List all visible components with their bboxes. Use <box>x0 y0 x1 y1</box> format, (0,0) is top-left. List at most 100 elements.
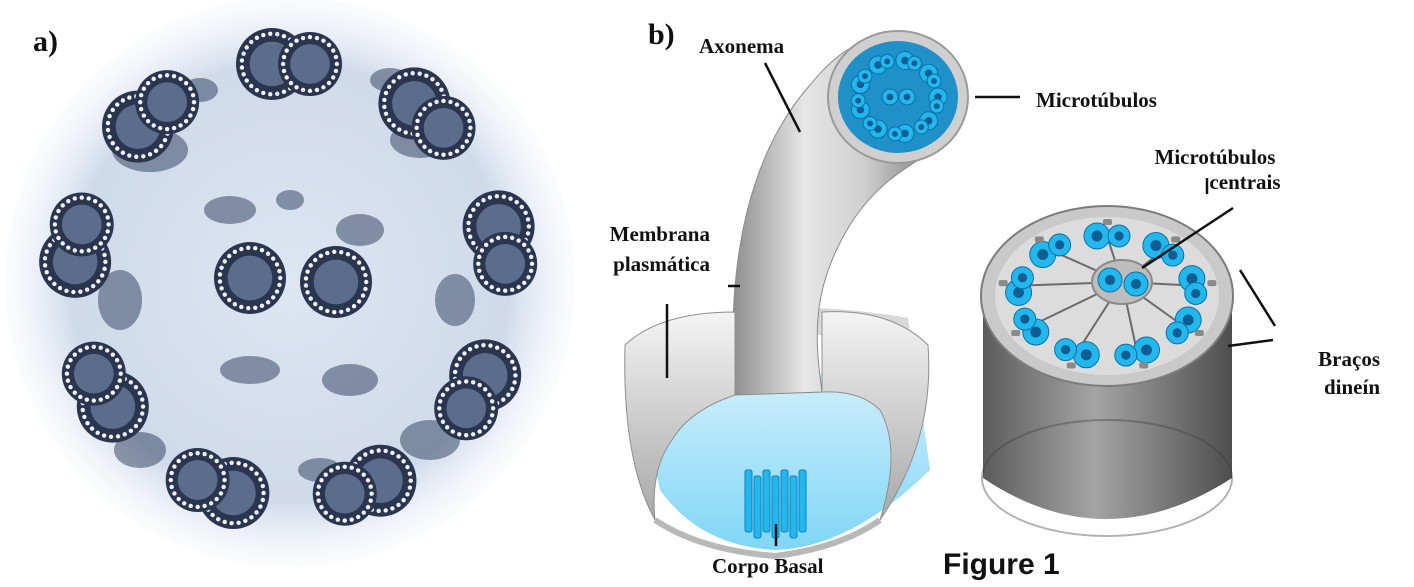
micrograph-dot <box>73 390 77 394</box>
panel-label-a: a) <box>33 29 58 54</box>
micrograph-dot <box>236 521 240 525</box>
micrograph-dot <box>397 127 401 131</box>
micrograph-dot <box>501 349 505 353</box>
micrograph-dot <box>404 130 408 134</box>
micrograph-dot <box>382 98 386 102</box>
micrograph-dot <box>240 65 244 69</box>
micrograph-dot <box>189 504 193 508</box>
micrograph-dot <box>448 152 452 156</box>
micrograph-dot <box>438 413 442 417</box>
micrograph-dot <box>103 260 107 264</box>
micrograph-dot <box>222 478 226 482</box>
micrograph-tubule-b-lumen <box>147 82 187 122</box>
micrograph-dot <box>95 431 99 435</box>
micrograph-dot <box>56 236 60 240</box>
label-microtubulos-centrais-line2: centrais <box>1185 170 1305 195</box>
micrograph-dot <box>321 85 325 89</box>
micrograph-dot <box>258 504 262 508</box>
micrograph-dot <box>453 370 457 374</box>
cylinder-tubule-b-lumen <box>1055 240 1064 249</box>
micrograph-dot <box>352 256 356 260</box>
micrograph-tubule-b-lumen <box>325 474 365 514</box>
micrograph-dot <box>271 256 275 260</box>
micrograph-dot <box>501 397 505 401</box>
micrograph-dot <box>243 519 247 523</box>
micrograph-dot <box>48 243 52 247</box>
cylinder-tubule-a-lumen <box>1183 314 1194 325</box>
micrograph-dot <box>170 471 174 475</box>
micrograph-dot <box>481 198 485 202</box>
micrograph-dot <box>111 141 115 145</box>
micrograph-dot <box>477 269 481 273</box>
micrograph-dot <box>465 112 469 116</box>
micrograph-dot <box>54 215 58 219</box>
micrograph-dot <box>249 515 253 519</box>
micrograph-dot <box>408 472 412 476</box>
micrograph-dot <box>357 299 361 303</box>
micrograph-dot <box>315 88 319 92</box>
dynein-arm <box>1171 236 1180 242</box>
micrograph-dot <box>233 302 237 306</box>
micrograph-dot <box>324 472 328 476</box>
micrograph-dot <box>294 85 298 89</box>
tip-doublet-b-lumen <box>912 60 918 66</box>
dynein-arm <box>1067 363 1076 369</box>
dynein-arm <box>1103 219 1112 225</box>
micrograph-dot <box>86 196 90 200</box>
micrograph-dot <box>458 357 462 361</box>
micrograph-dot <box>116 434 120 438</box>
micrograph-dot <box>249 84 253 88</box>
micrograph-dot <box>382 105 386 109</box>
micrograph-dot <box>278 276 282 280</box>
micrograph-dot <box>383 449 387 453</box>
cylinder-tubule-a-lumen <box>1081 349 1092 360</box>
micrograph-dot <box>111 352 115 356</box>
micrograph-dot <box>441 153 445 157</box>
micrograph-dot <box>334 69 338 73</box>
micrograph-dot <box>376 448 380 452</box>
micrograph-dot <box>315 36 319 40</box>
micrograph-dot <box>513 373 517 377</box>
micrograph-dot <box>245 45 249 49</box>
micrograph-dot <box>441 420 445 424</box>
micrograph-dot <box>93 246 97 250</box>
micrograph-dot <box>218 272 222 276</box>
micrograph-dot <box>471 208 475 212</box>
micrograph-dot <box>321 39 325 43</box>
label-membrana-line2: plasmática <box>560 252 710 277</box>
micrograph-dot <box>401 459 405 463</box>
micrograph-dot <box>343 465 347 469</box>
micrograph-dot <box>85 421 89 425</box>
micrograph-dot <box>384 91 388 95</box>
micrograph-dot <box>121 151 125 155</box>
micrograph-dot <box>457 380 461 384</box>
micrograph-dot <box>142 113 146 117</box>
micrograph-dot <box>141 154 145 158</box>
micrograph-dot <box>138 391 142 395</box>
tip-doublet-b-lumen <box>892 131 898 137</box>
micrograph-dot <box>516 238 520 242</box>
micrograph-dot <box>134 424 138 428</box>
micrograph-dot <box>78 289 82 293</box>
micrograph-dot <box>240 58 244 62</box>
micrograph-dot <box>253 246 257 250</box>
micrograph-dot <box>487 420 491 424</box>
micrograph-dot <box>142 87 146 91</box>
micrograph-dot <box>165 73 169 77</box>
micrograph-dot <box>357 457 361 461</box>
micrograph-dot <box>202 452 206 456</box>
cylinder-tubule-b-lumen <box>1018 273 1027 282</box>
micrograph-dot <box>526 248 530 252</box>
micrograph-dot <box>438 399 442 403</box>
tip-doublet-b-lumen <box>867 121 873 127</box>
micrograph-dot <box>487 393 491 397</box>
label-bracos-line2: dineín <box>1280 375 1380 400</box>
micrograph-dot <box>301 88 305 92</box>
micrograph-dot <box>243 463 247 467</box>
micrograph-dot <box>510 236 514 240</box>
cylinder-central-tubule-lumen <box>1131 279 1141 289</box>
micrograph-dot <box>96 279 100 283</box>
micrograph-dot <box>138 100 142 104</box>
micrograph-dot <box>490 399 494 403</box>
micrograph-dot <box>467 119 471 123</box>
